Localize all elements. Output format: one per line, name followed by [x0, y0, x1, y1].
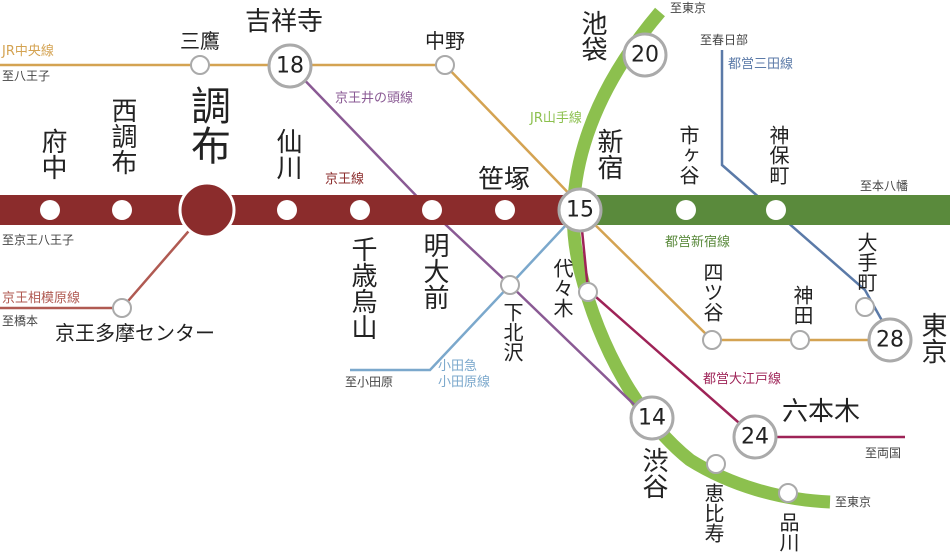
name-tokyo: 東京 — [917, 312, 947, 364]
dir-kasuga: 至春日部 — [700, 32, 748, 47]
station-dot-yoyogi — [578, 282, 598, 302]
station-dot-ebisu — [706, 454, 726, 474]
svg-text:14: 14 — [638, 406, 666, 431]
jr-yamanote-line — [566, 7, 831, 509]
name-mitaka: 三鷹 — [180, 29, 220, 53]
name-nakano: 中野 — [425, 29, 465, 53]
keio-inokashira-line — [289, 64, 646, 416]
label-toei-shinjuku: 都営新宿線 — [665, 234, 730, 250]
name-kichijoji: 吉祥寺 — [245, 7, 323, 37]
name-sasazuka: 笹塚 — [478, 165, 530, 195]
label-inokashira: 京王井の頭線 — [335, 90, 413, 106]
name-fuchu: 府中 — [37, 128, 67, 180]
name-meidaimae: 明大前 — [419, 232, 449, 310]
minutes-badge-shibuya: 14 — [629, 395, 675, 441]
station-dot-tama-center — [112, 298, 132, 318]
toei-oedo-line — [578, 209, 905, 439]
station-dot-chitose — [350, 200, 370, 220]
label-oedo: 都営大江戸線 — [703, 371, 781, 387]
station-dot-shinagawa — [778, 483, 798, 503]
name-chitose: 千歳烏山 — [347, 236, 377, 340]
name-chofu: 調布 — [184, 85, 230, 165]
dir-hachioji: 至八王子 — [2, 69, 50, 83]
station-dot-chofu — [178, 181, 236, 239]
station-dot-otemachi — [855, 297, 875, 317]
svg-text:20: 20 — [631, 43, 659, 68]
dir-hashimoto: 至橋本 — [2, 314, 38, 328]
station-dot-ichigaya — [676, 200, 696, 220]
dir-ryogoku: 至両国 — [865, 446, 901, 460]
name-shinjuku: 新宿 — [593, 128, 623, 180]
name-tama-center: 京王多摩センター — [55, 321, 215, 345]
label-jr-chuo: JR中央線 — [1, 43, 54, 59]
station-dot-sasazuka — [495, 200, 515, 220]
odakyu-line — [350, 209, 581, 372]
station-dot-meidaimae — [422, 200, 442, 220]
name-jimbocho: 神保町 — [766, 125, 790, 185]
station-dot-kanda — [790, 330, 810, 350]
name-kanda: 神田 — [790, 285, 814, 325]
station-dot-shimokitazawa — [500, 275, 520, 295]
station-dot-yotsuya — [702, 330, 722, 350]
label-odakyu-2: 小田原線 — [438, 374, 490, 390]
name-shimokitazawa: 下北沢 — [500, 302, 524, 362]
label-yamanote: JR山手線 — [529, 110, 582, 126]
station-dot-sengawa — [277, 200, 297, 220]
dir-tokyo-bottom: 至東京 — [835, 495, 871, 509]
svg-text:18: 18 — [276, 54, 304, 79]
station-dot-mitaka — [190, 55, 210, 75]
name-sengawa: 仙川 — [272, 128, 302, 180]
name-yoyogi: 代々木 — [550, 258, 574, 318]
station-dot-nishichofu — [112, 200, 132, 220]
dir-motoyawata: 至本八幡 — [860, 178, 908, 193]
label-odakyu-1: 小田急 — [438, 359, 477, 374]
minutes-badge-roppongi: 24 — [732, 414, 778, 460]
label-mita: 都営三田線 — [728, 56, 793, 72]
dir-tokyo-top: 至東京 — [670, 1, 706, 15]
name-roppongi: 六本木 — [782, 397, 860, 427]
station-dot-jimbocho — [766, 200, 786, 220]
dir-odawara: 至小田原 — [345, 375, 393, 389]
jr-chuo-tokyo-line — [579, 209, 892, 342]
name-ikebukuro: 池袋 — [577, 10, 607, 62]
name-ebisu: 恵比寿 — [701, 483, 725, 543]
minutes-badge-ikebukuro: 20 — [622, 32, 668, 78]
dir-keio-hachioji: 至京王八王子 — [2, 233, 74, 247]
name-ichigaya: 市ヶ谷 — [676, 125, 700, 185]
svg-text:15: 15 — [566, 198, 594, 223]
name-otemachi: 大手町 — [854, 232, 878, 292]
label-keio: 京王線 — [325, 171, 364, 187]
station-dot-nakano — [435, 55, 455, 75]
station-dot-fuchu — [40, 200, 60, 220]
minutes-badge-kichijoji: 18 — [267, 43, 313, 89]
toei-mita-line — [720, 50, 892, 336]
name-shibuya: 渋谷 — [638, 447, 668, 499]
label-sagamihara: 京王相模原線 — [2, 290, 80, 306]
name-yotsuya: 四ツ谷 — [700, 262, 724, 322]
name-nishichofu: 西調布 — [107, 97, 137, 175]
svg-text:28: 28 — [876, 328, 904, 353]
minutes-badge-shinjuku: 15 — [557, 187, 603, 233]
minutes-badge-tokyo: 28 — [867, 317, 913, 363]
name-shinagawa: 品川 — [776, 512, 800, 552]
svg-text:24: 24 — [741, 425, 769, 450]
